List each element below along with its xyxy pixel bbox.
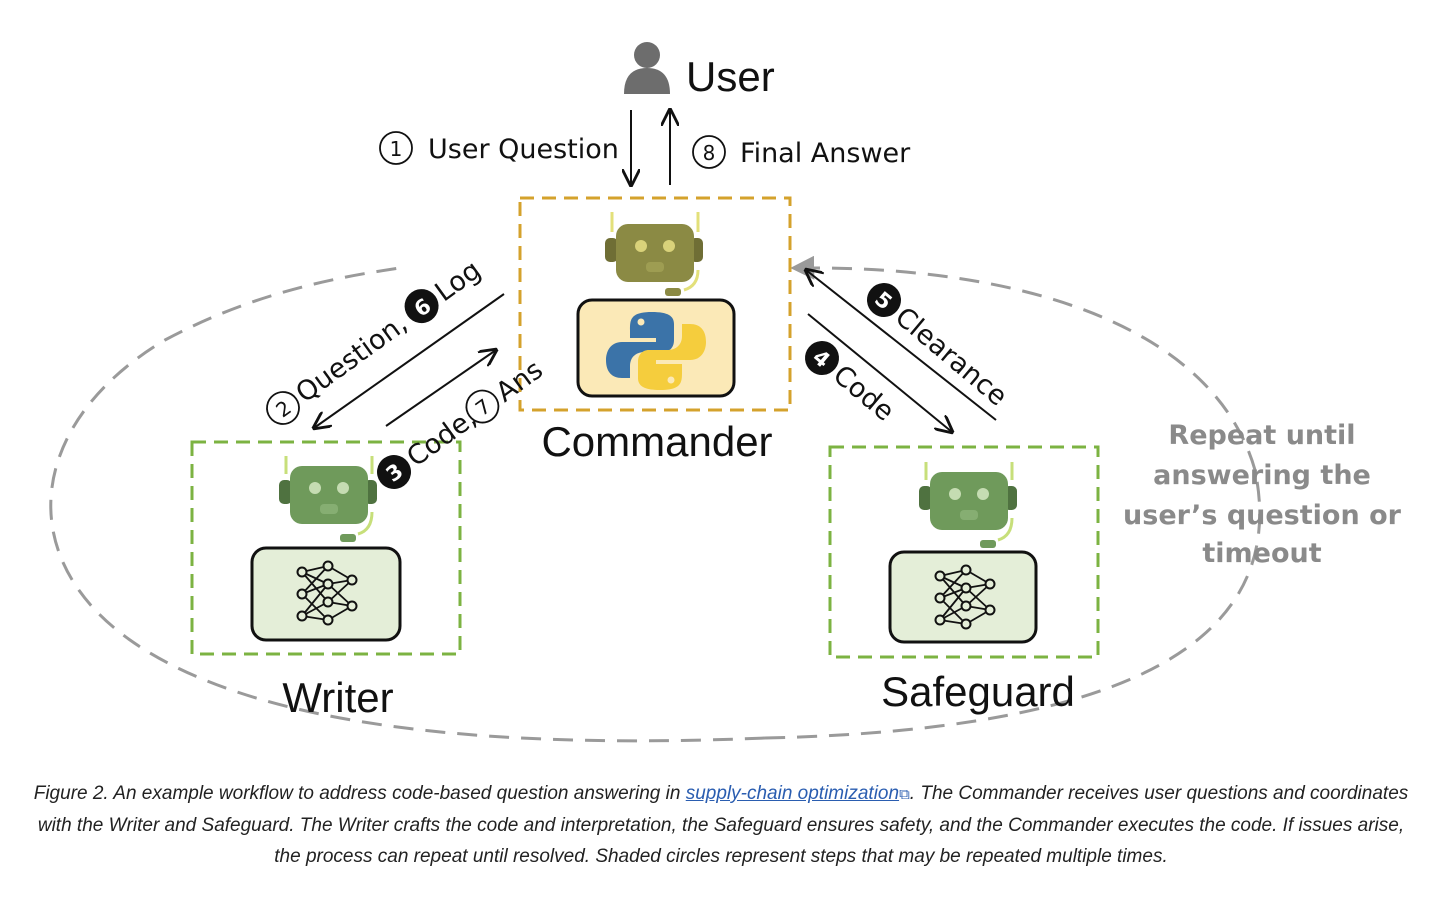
svg-text:timeout: timeout [1202, 538, 1321, 569]
svg-text:user’s question or: user’s question or [1123, 500, 1402, 531]
svg-text:answering the: answering the [1153, 460, 1371, 491]
step8-label: 8 Final Answer [692, 135, 911, 169]
svg-text:1: 1 [390, 137, 403, 161]
robot-icon [605, 212, 703, 296]
safeguard-label: Safeguard [881, 668, 1075, 715]
neural-network-icon [888, 550, 1038, 644]
repeat-loop [49, 255, 1262, 743]
supply-chain-link[interactable]: supply-chain optimization [685, 783, 900, 804]
user-label: User [686, 53, 775, 100]
svg-text:Final Answer: Final Answer [740, 138, 911, 169]
svg-text:Code,: Code, [401, 402, 482, 473]
writer-node: Writer [190, 440, 462, 721]
svg-text:Repeat until: Repeat until [1168, 420, 1355, 451]
arrow-writer-to-commander [385, 350, 496, 427]
step1-label: 1 User Question [379, 131, 619, 165]
svg-text:Question,: Question, [290, 308, 413, 409]
workflow-diagram: User 1 User Question 8 Final Answer [49, 42, 1402, 743]
caption-suffix: . The Commander receives user questions … [37, 783, 1409, 867]
writer-label: Writer [282, 674, 393, 721]
figure-caption: Figure 2. An example workflow to address… [30, 778, 1412, 872]
svg-text:2: 2 [271, 395, 295, 422]
caption-prefix: Figure 2. An example workflow to address… [33, 783, 686, 804]
repeat-note: Repeat until answering the user’s questi… [1123, 420, 1402, 569]
python-icon [576, 298, 736, 398]
safeguard-node: Safeguard [828, 445, 1100, 715]
step2-6-label: 2 Question, 6 Log [266, 255, 487, 425]
external-link-icon: ⧉ [899, 786, 910, 803]
svg-text:User Question: User Question [428, 134, 619, 165]
commander-node: Commander [518, 196, 792, 465]
user-node: User [624, 42, 775, 100]
robot-icon [919, 462, 1017, 548]
commander-label: Commander [541, 418, 772, 465]
user-icon [624, 42, 670, 94]
arrow-commander-to-writer [314, 293, 505, 428]
svg-text:Code: Code [827, 359, 900, 427]
svg-text:Ans: Ans [490, 354, 548, 408]
svg-text:8: 8 [703, 141, 716, 165]
arrow-safeguard-to-commander [806, 270, 997, 421]
svg-text:Log: Log [430, 255, 487, 308]
robot-icon [279, 456, 377, 542]
arrow-commander-to-safeguard [807, 313, 952, 432]
neural-network-icon [250, 546, 402, 642]
